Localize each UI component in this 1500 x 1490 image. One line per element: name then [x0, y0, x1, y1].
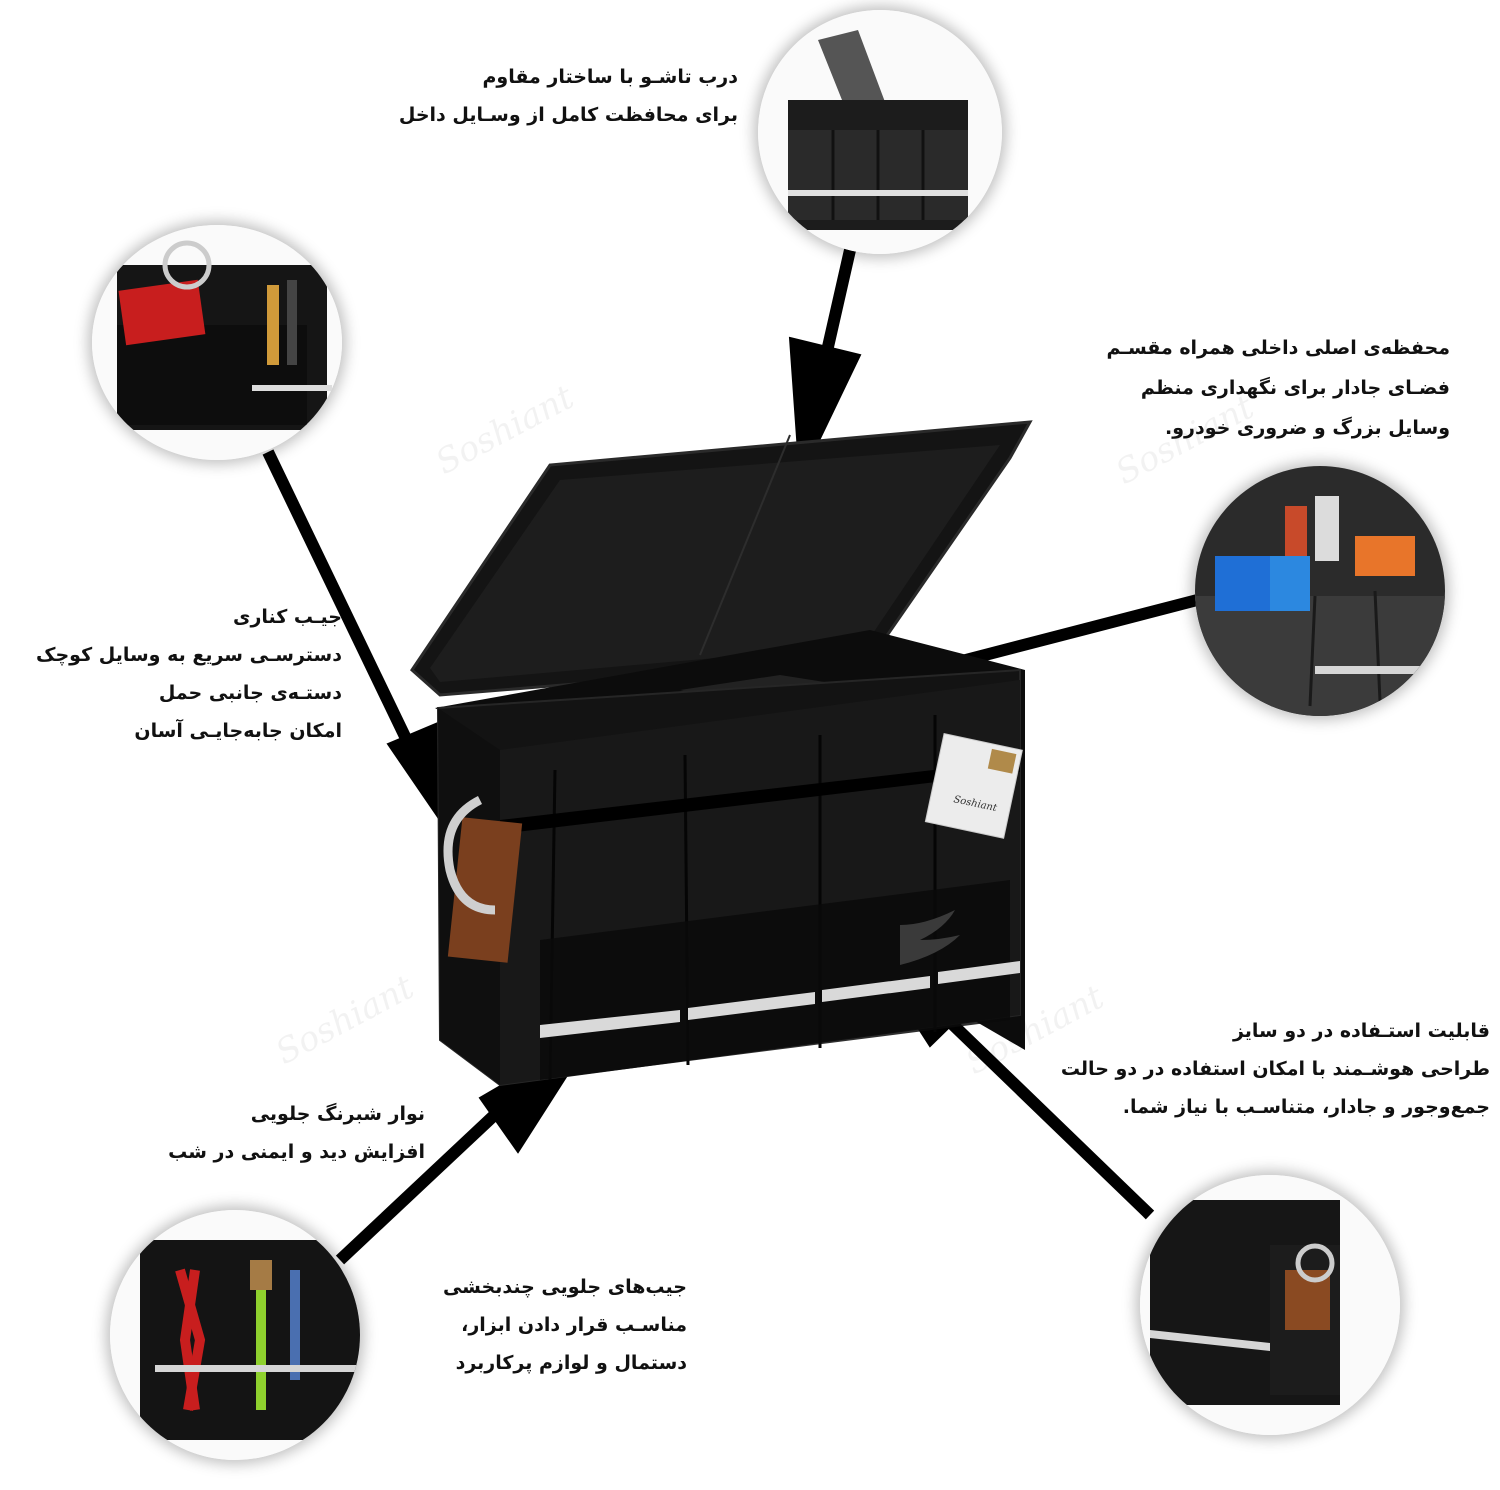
detail-circle-main-compartment	[1195, 466, 1445, 716]
callout-lid: درب تاشـو با ساختار مقاوم برای محافظت کا…	[398, 66, 738, 126]
main-bag-image: Soshiant	[410, 420, 1033, 1087]
callout-front-pockets: جیب‌های جلویی چندبخشی مناسـب قرار دادن ا…	[442, 1276, 687, 1374]
callout-main-compartment: محفظه‌ی اصلی داخلی همراه مقسـم فضـای جاد…	[1106, 337, 1450, 439]
reflective-strip	[540, 961, 1020, 1038]
callout-side-pocket: جیـب کناری دسترسـی سریع به وسایل کوچک دس…	[36, 606, 342, 742]
detail-circle-two-sizes	[1140, 1175, 1400, 1435]
detail-circle-front-pockets	[110, 1210, 360, 1460]
side-handle	[443, 795, 496, 915]
callout-two-sizes: قابلیت استـفاده در دو سایز طراحی هوشـمند…	[1060, 1020, 1490, 1118]
detail-circle-side-pocket	[92, 225, 342, 460]
callout-reflective-strip: نوار شبرنگ جلویی افزایش دید و ایمنی در ش…	[168, 1103, 425, 1163]
logo-wings	[900, 910, 960, 965]
brand-tag: Soshiant	[924, 733, 1023, 839]
detail-circle-lid	[758, 10, 1002, 254]
